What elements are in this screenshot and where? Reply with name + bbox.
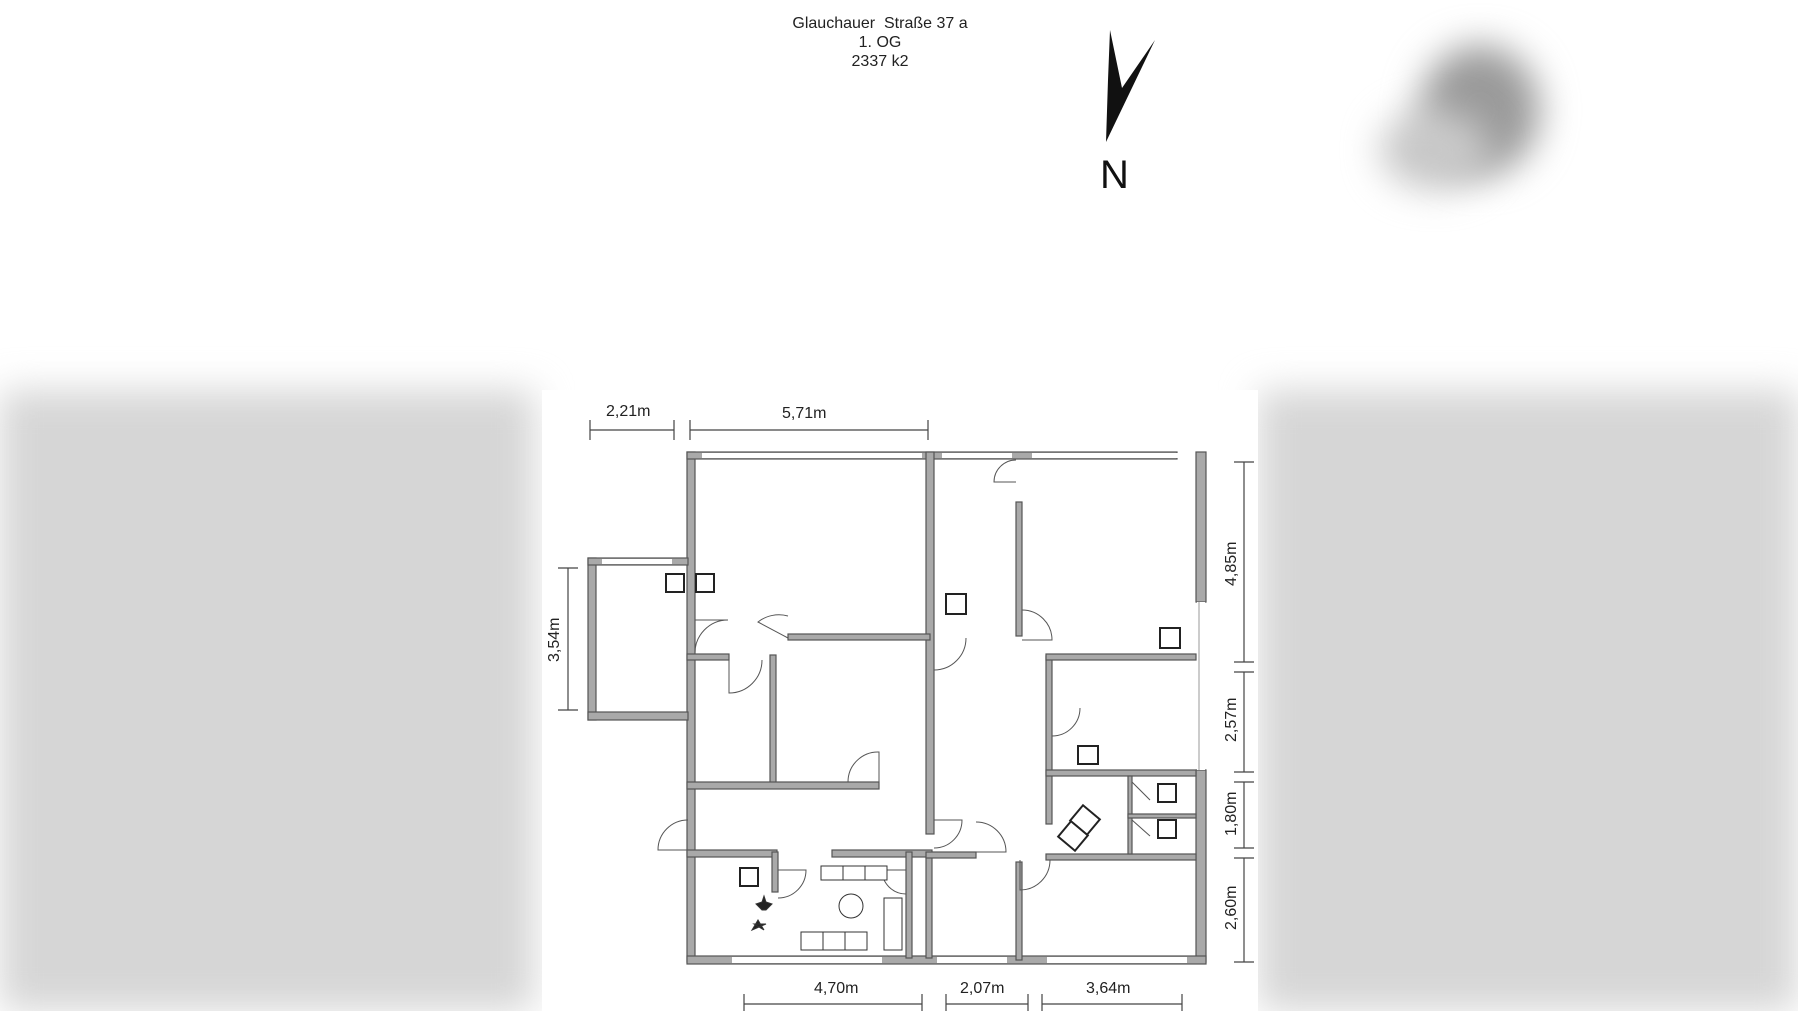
sink-icon [739, 867, 759, 887]
wall-lower-right-divider [1015, 861, 1023, 961]
floor-label: 1. OG [858, 34, 902, 51]
table-icon [838, 893, 864, 919]
door-room-corridor [847, 751, 880, 783]
blurred-background-right [1258, 390, 1798, 1011]
sink-icon [665, 573, 685, 593]
door-kitchen [777, 869, 807, 899]
sink-icon [1056, 819, 1090, 853]
chair-icon [864, 865, 888, 881]
door-hall-2 [1021, 609, 1053, 641]
wall-right-corridor [1045, 655, 1053, 825]
door-lower-hall [975, 821, 1007, 853]
dim-right-3: 1,80m [1223, 792, 1240, 836]
north-arrow-icon: N [1100, 30, 1155, 197]
wall-corridor-south-right [831, 849, 933, 858]
plant-icon [755, 894, 773, 911]
door-wc-1 [1131, 781, 1151, 801]
sink-icon [945, 593, 967, 615]
door-hall-1 [933, 637, 967, 671]
dim-top-main: 5,71m [782, 405, 826, 422]
door-upper-room [757, 614, 789, 639]
fixtures [665, 573, 1181, 887]
openings [602, 453, 1205, 963]
door-wing [694, 619, 729, 655]
dim-right-2: 2,57m [1223, 698, 1240, 742]
door-top-small [993, 459, 1017, 483]
toilet-icon [1157, 783, 1177, 803]
wall-upper-room-south [787, 633, 931, 641]
dim-right-1: 4,85m [1223, 542, 1240, 586]
chair-icon [844, 931, 868, 951]
chair-icon [800, 931, 824, 951]
wall-right-room-north [1045, 653, 1197, 661]
dimension-lines [558, 420, 1254, 1011]
code-label: 2337 k2 [851, 53, 909, 70]
chair-icon [822, 931, 846, 951]
wall-kitchen-divider [771, 851, 779, 893]
wall-upper-right-divider [1015, 501, 1023, 637]
compass-label: N [1100, 153, 1129, 197]
wall-wing-west [587, 557, 597, 721]
wall-wc-south [1045, 853, 1197, 861]
door-center [933, 819, 963, 849]
blurred-background-left [0, 390, 535, 1011]
floor-plan: 2,21m 5,71m 3,54m 4,85m 2,57m 1,80m 2,60… [542, 390, 1258, 1011]
toilet-icon [1157, 819, 1177, 839]
door-west-exit [657, 819, 689, 851]
sink-icon [1159, 627, 1181, 649]
sink-icon [695, 573, 715, 593]
chair-icon [820, 865, 844, 881]
door-right-room [1051, 707, 1081, 737]
plant-icon [750, 919, 767, 932]
door-wc-2 [1131, 819, 1151, 837]
wall-lower-center [925, 851, 933, 959]
wall-wc-stall [1127, 813, 1197, 819]
compass-arrow [1106, 30, 1155, 142]
wall-wc-north [1045, 769, 1197, 777]
dim-top-left: 2,21m [606, 403, 650, 420]
wall-corridor-south-left [686, 849, 778, 858]
wall-west [686, 451, 696, 963]
wall-east-upper [1195, 451, 1207, 603]
wall-center-vertical [925, 451, 935, 835]
dim-bottom-1: 4,70m [814, 980, 858, 997]
wall-lower-hall-north [925, 851, 977, 859]
door-small-room [728, 659, 763, 694]
wall-small-room-north [686, 653, 730, 661]
plan-header: Glauchauer Straße 37 a 1. OG 2337 k2 [780, 14, 980, 71]
chair-icon [842, 865, 866, 881]
wall-east-lower [1195, 769, 1207, 963]
address-label: Glauchauer Straße 37 a [792, 15, 968, 32]
blurred-smudge-top-right-2 [1380, 110, 1490, 190]
door-lower-right [1019, 859, 1051, 891]
wall-corridor-north [686, 781, 880, 790]
dim-right-4: 2,60m [1223, 886, 1240, 930]
dim-left-wing: 3,54m [546, 618, 563, 662]
wall-room-divider [769, 654, 777, 784]
dim-bottom-3: 3,64m [1086, 980, 1130, 997]
dim-bottom-2: 2,07m [960, 980, 1004, 997]
wall-kitchen-east [905, 851, 913, 959]
furniture [750, 865, 903, 951]
cabinet-icon [883, 897, 903, 951]
wall-wing-south [587, 711, 689, 721]
sink-icon [1077, 745, 1099, 765]
